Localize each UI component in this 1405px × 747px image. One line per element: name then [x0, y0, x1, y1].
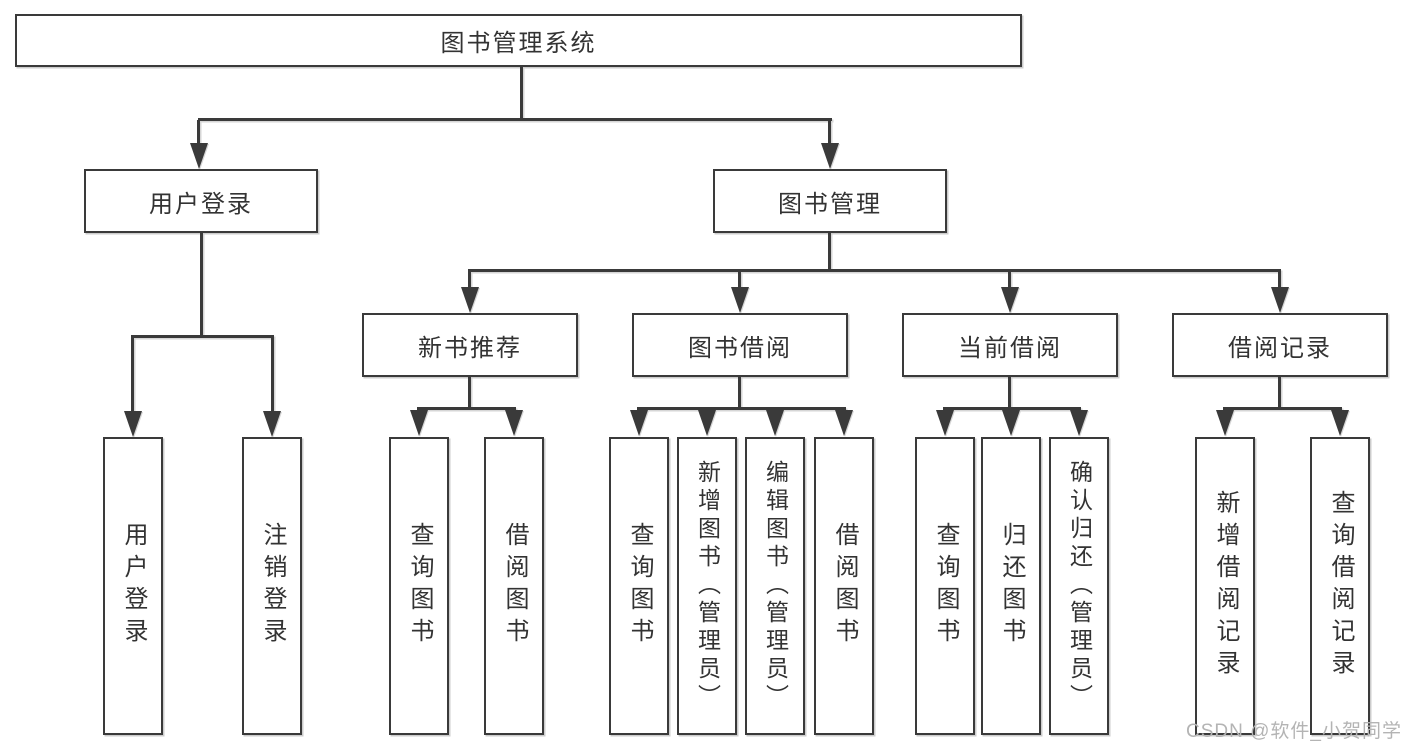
arrow-down-bb-borrow	[835, 410, 853, 436]
node-new-book-rec-label: 新书推荐	[418, 334, 522, 362]
node-current-borrow: 当前借阅	[902, 313, 1118, 377]
connector-login-drop	[197, 120, 200, 146]
arrow-down-leaf-logout	[263, 411, 281, 437]
arrow-down-bb-edit	[766, 410, 784, 436]
node-leaf-cb-query: 查询图书	[915, 437, 975, 735]
connector-newbook-bar	[417, 407, 516, 410]
node-leaf-bb-add: 新增图书（管理员）	[677, 437, 737, 735]
node-leaf-bb-query-label: 查询图书	[626, 522, 653, 650]
connector-currentborrow-drop	[1008, 271, 1011, 289]
node-leaf-br-query-label: 查询借阅记录	[1327, 490, 1354, 682]
connector-userlogin-bar	[131, 335, 274, 338]
connector-mgmt-stem	[828, 233, 831, 271]
node-user-login-label: 用户登录	[149, 190, 253, 218]
arrow-down-bb-add	[698, 410, 716, 436]
node-leaf-bb-borrow-label: 借阅图书	[831, 522, 858, 650]
arrow-down-mgmt	[821, 143, 839, 169]
connector-bookborrow-drop	[738, 271, 741, 289]
node-new-book-rec: 新书推荐	[362, 313, 578, 377]
node-leaf-cb-confirm-label: 确认归还（管理员）	[1066, 460, 1093, 712]
connector-currentborrow-stem	[1008, 377, 1011, 409]
node-leaf-cb-return-label: 归还图书	[998, 522, 1025, 650]
node-leaf-nb-query: 查询图书	[389, 437, 449, 735]
node-book-mgmt: 图书管理	[713, 169, 947, 233]
node-leaf-br-query: 查询借阅记录	[1310, 437, 1370, 735]
arrow-down-borrowrecord	[1271, 287, 1289, 313]
arrow-down-nb-query	[410, 410, 428, 436]
node-leaf-cb-query-label: 查询图书	[932, 522, 959, 650]
arrow-down-cb-query	[936, 410, 954, 436]
node-book-borrow-label: 图书借阅	[688, 334, 792, 362]
connector-newbook-stem	[468, 377, 471, 409]
arrow-down-nb-borrow	[505, 410, 523, 436]
arrow-down-br-query	[1331, 410, 1349, 436]
connector-borrowrecord-drop	[1278, 271, 1281, 289]
arrow-down-leaf-login	[124, 411, 142, 437]
node-leaf-bb-add-label: 新增图书（管理员）	[694, 460, 721, 712]
node-leaf-logout-label: 注销登录	[259, 522, 286, 650]
node-leaf-logout: 注销登录	[242, 437, 302, 735]
node-leaf-user-login: 用户登录	[103, 437, 163, 735]
arrow-down-cb-return	[1002, 410, 1020, 436]
node-user-login: 用户登录	[84, 169, 318, 233]
connector-borrowrecord-bar	[1223, 407, 1342, 410]
connector-leaf-logout-drop	[271, 337, 274, 413]
node-leaf-bb-query: 查询图书	[609, 437, 669, 735]
node-leaf-nb-query-label: 查询图书	[406, 522, 433, 650]
node-leaf-nb-borrow: 借阅图书	[484, 437, 544, 735]
arrow-down-currentborrow	[1001, 287, 1019, 313]
node-root-label: 图书管理系统	[440, 30, 597, 57]
node-leaf-cb-confirm: 确认归还（管理员）	[1049, 437, 1109, 735]
node-book-mgmt-label: 图书管理	[778, 190, 882, 218]
node-leaf-nb-borrow-label: 借阅图书	[501, 522, 528, 650]
arrow-down-bb-query	[630, 410, 648, 436]
connector-userlogin-stem	[200, 233, 203, 337]
connector-leaf-login-drop	[131, 337, 134, 413]
arrow-down-br-add	[1216, 410, 1234, 436]
connector-root-bar	[198, 118, 832, 121]
node-borrow-record: 借阅记录	[1172, 313, 1388, 377]
connector-mgmt-drop	[828, 120, 831, 146]
connector-mgmt-bar	[468, 269, 1281, 272]
node-leaf-br-add-label: 新增借阅记录	[1212, 490, 1239, 682]
connector-root-stem	[520, 66, 523, 120]
arrow-down-bookborrow	[731, 287, 749, 313]
node-leaf-cb-return: 归还图书	[981, 437, 1041, 735]
connector-newbook-drop	[468, 271, 471, 289]
node-current-borrow-label: 当前借阅	[958, 334, 1062, 362]
node-leaf-bb-borrow: 借阅图书	[814, 437, 874, 735]
node-leaf-bb-edit-label: 编辑图书（管理员）	[762, 460, 789, 712]
node-book-borrow: 图书借阅	[632, 313, 848, 377]
arrow-down-cb-confirm	[1070, 410, 1088, 436]
watermark-text: CSDN @软件_小贺同学	[1186, 721, 1402, 742]
node-root: 图书管理系统	[15, 14, 1022, 67]
node-leaf-br-add: 新增借阅记录	[1195, 437, 1255, 735]
node-leaf-bb-edit: 编辑图书（管理员）	[745, 437, 805, 735]
node-leaf-user-login-label: 用户登录	[120, 522, 147, 650]
arrow-down-login	[190, 143, 208, 169]
connector-bookborrow-stem	[738, 377, 741, 409]
connector-borrowrecord-stem	[1278, 377, 1281, 409]
node-borrow-record-label: 借阅记录	[1228, 334, 1332, 362]
connector-currentborrow-bar	[943, 407, 1081, 410]
arrow-down-newbook	[461, 287, 479, 313]
connector-bookborrow-bar	[637, 407, 846, 410]
